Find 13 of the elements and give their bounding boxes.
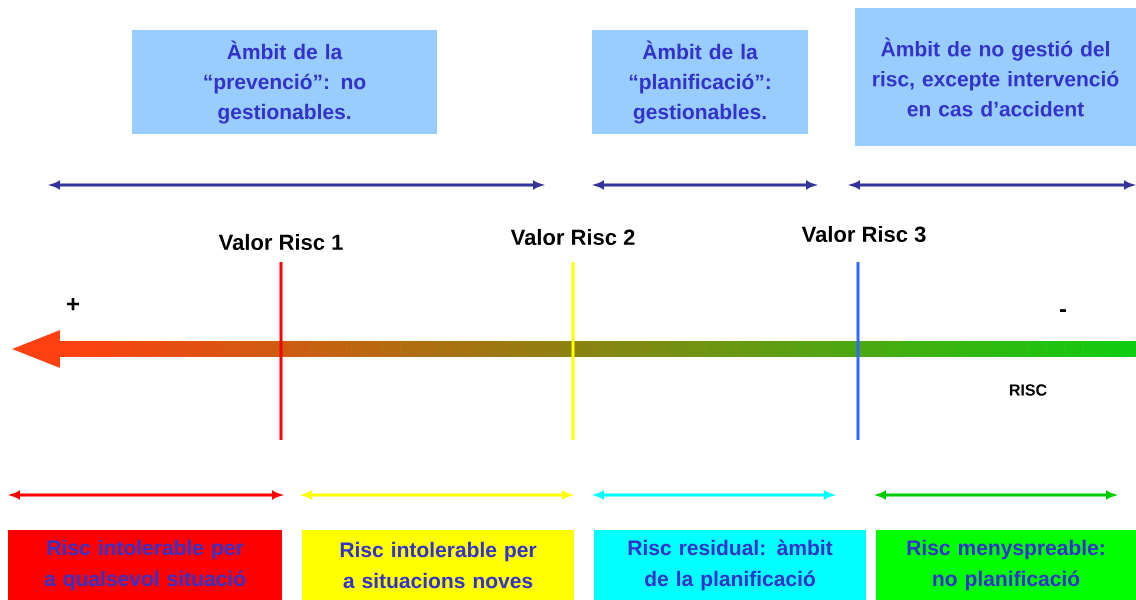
axis-label: RISC [1009, 384, 1047, 396]
value-label: Valor Risc 1 [218, 233, 343, 251]
scope-box: Àmbit de no gestió del risc, excepte intervenció en cas d’accident [855, 8, 1136, 146]
scope-box: Àmbit de la “prevenció”: no gestionables. [132, 30, 437, 134]
plus-sign: + [67, 297, 80, 311]
value-label: Valor Risc 3 [801, 225, 926, 243]
scope-box: Risc intolerable per a situacions noves [302, 530, 574, 600]
scope-box: Àmbit de la “planificació”: gestionables. [592, 30, 808, 134]
scope-box: Risc intolerable per a qualsevol situació [8, 530, 282, 600]
scope-box: Risc residual: àmbit de la planificació [594, 530, 866, 600]
value-label: Valor Risc 2 [510, 228, 635, 246]
minus-sign: - [1059, 309, 1067, 312]
scope-box: Risc menyspreable: no planificació [876, 530, 1136, 600]
